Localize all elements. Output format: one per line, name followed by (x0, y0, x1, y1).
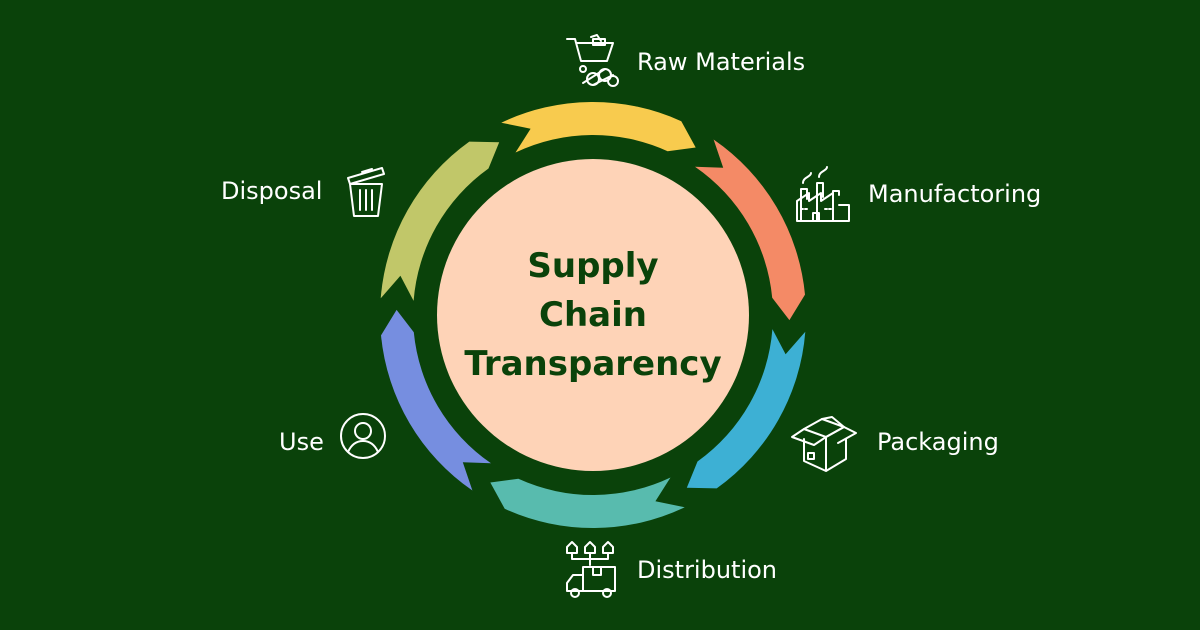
ring-arrow-packaging (686, 329, 806, 489)
ring-arrow-raw-materials (501, 101, 696, 153)
stage-label-distribution: Distribution (637, 556, 778, 584)
open-box-icon (788, 415, 860, 479)
stage-label-use: Use (279, 428, 324, 456)
trash-bin-icon (344, 164, 388, 222)
stage-label-packaging: Packaging (877, 428, 999, 456)
stage-label-manufactoring: Manufactoring (868, 180, 1042, 208)
stage-label-raw-materials: Raw Materials (637, 48, 806, 76)
ring-arrow-use (381, 309, 491, 491)
delivery-truck-icon (563, 539, 623, 603)
title-line-2: Chain (539, 294, 647, 335)
center-circle: Supply Chain Transparency (437, 159, 749, 471)
factory-icon (795, 165, 851, 227)
title-line-3: Transparency (464, 343, 722, 384)
ring-arrow-disposal (380, 141, 500, 301)
ring-arrow-manufactoring (695, 139, 805, 321)
ring-arrow-distribution (490, 477, 685, 529)
wheelbarrow-logs-icon (563, 33, 623, 95)
user-circle-icon (338, 411, 388, 465)
title-line-1: Supply (527, 245, 659, 286)
stage-label-disposal: Disposal (221, 177, 323, 205)
